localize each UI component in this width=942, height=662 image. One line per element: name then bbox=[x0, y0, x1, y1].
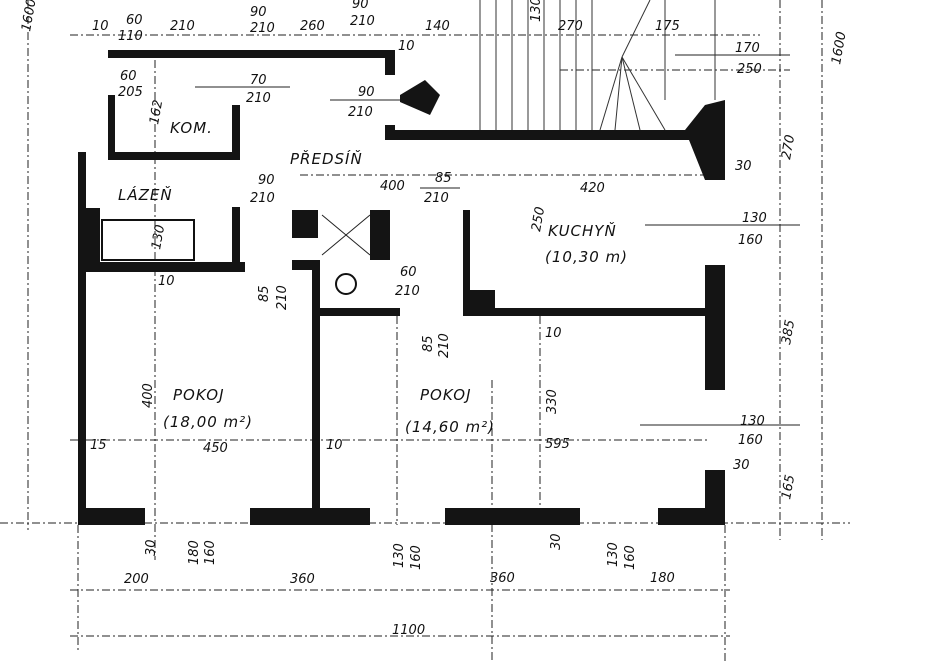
dim-label: 10 bbox=[158, 274, 175, 289]
dim-label: 10 bbox=[92, 19, 109, 34]
dim-label: 205 bbox=[118, 85, 143, 100]
dim-label: 210 bbox=[350, 14, 375, 29]
dim-label: 180 bbox=[187, 540, 202, 565]
dim-label: 210 bbox=[348, 105, 373, 120]
dim-label: 130 bbox=[740, 414, 765, 429]
dim-label: 90 bbox=[352, 0, 369, 12]
dim-label: 162 bbox=[147, 99, 166, 126]
dim-label: 210 bbox=[250, 191, 275, 206]
dim-label: 420 bbox=[580, 181, 605, 196]
dim-label: 595 bbox=[545, 437, 570, 452]
dim-label: 1600 bbox=[19, 0, 40, 33]
dim-label: 270 bbox=[558, 19, 583, 34]
room-label-bath: LÁZEŇ bbox=[118, 185, 173, 204]
dim-label: 130 bbox=[149, 224, 168, 251]
room-label-kitchen: KUCHYŇ bbox=[548, 221, 617, 240]
room-area-room2: (14,60 m²) bbox=[405, 418, 495, 436]
dim-label: 385 bbox=[779, 319, 798, 346]
dim-label: 170 bbox=[735, 41, 760, 56]
dim-label: 450 bbox=[203, 441, 228, 456]
dim-label: 90 bbox=[258, 173, 275, 188]
dim-label: 85 bbox=[421, 335, 436, 352]
dim-label: 400 bbox=[380, 179, 405, 194]
dim-label: 210 bbox=[395, 284, 420, 299]
dim-label: 85 bbox=[435, 171, 452, 186]
dim-label: 140 bbox=[425, 19, 450, 34]
dim-label: 180 bbox=[650, 571, 675, 586]
dim-label: 10 bbox=[545, 326, 562, 341]
room-label-kom: KOM. bbox=[170, 119, 213, 137]
dim-label: 30 bbox=[144, 539, 159, 556]
room-label-room2: POKOJ bbox=[420, 386, 472, 404]
dim-label: 165 bbox=[779, 474, 798, 501]
dim-label: 360 bbox=[290, 572, 315, 587]
dimension-labels: 10 60 110 210 90 210 260 90 210 140 130 … bbox=[19, 0, 850, 638]
dim-label: 30 bbox=[733, 458, 750, 473]
dim-label: 60 bbox=[400, 265, 417, 280]
dim-label: 160 bbox=[738, 233, 763, 248]
walls bbox=[78, 50, 725, 525]
dim-label: 400 bbox=[141, 383, 156, 408]
toilet bbox=[335, 273, 357, 295]
dim-label: 60 bbox=[120, 69, 137, 84]
dim-label: 130 bbox=[742, 211, 767, 226]
dim-label: 130 bbox=[529, 0, 544, 22]
dim-label: 250 bbox=[737, 62, 762, 77]
door-arrow-icon bbox=[400, 80, 440, 115]
dim-label: 160 bbox=[738, 433, 763, 448]
bathtub bbox=[101, 219, 195, 261]
staircase bbox=[479, 0, 716, 131]
dim-label: 15 bbox=[90, 438, 107, 453]
dim-label: 250 bbox=[529, 206, 548, 233]
dim-label: 210 bbox=[170, 19, 195, 34]
dim-label: 210 bbox=[437, 333, 452, 358]
dim-label: 210 bbox=[246, 91, 271, 106]
dim-label: 1100 bbox=[392, 623, 425, 638]
dim-label: 10 bbox=[398, 39, 415, 54]
dim-label: 330 bbox=[545, 389, 560, 414]
dim-label: 60 bbox=[126, 13, 143, 28]
dim-label: 130 bbox=[606, 542, 621, 567]
room-area-kitchen: (10,30 m) bbox=[545, 248, 628, 266]
dim-label: 10 bbox=[326, 438, 343, 453]
dim-label: 1600 bbox=[829, 30, 850, 65]
room-label-hall: PŘEDSÍŇ bbox=[290, 149, 363, 168]
dim-label: 85 bbox=[257, 285, 272, 302]
dim-label: 200 bbox=[124, 572, 149, 587]
dim-label: 30 bbox=[549, 533, 564, 550]
dim-label: 130 bbox=[392, 543, 407, 568]
room-area-room1: (18,00 m²) bbox=[163, 413, 253, 431]
dim-label: 90 bbox=[250, 5, 267, 20]
dim-label: 160 bbox=[203, 540, 218, 565]
dim-label: 90 bbox=[358, 85, 375, 100]
dim-label: 160 bbox=[623, 545, 638, 570]
dim-label: 160 bbox=[409, 545, 424, 570]
dim-label: 110 bbox=[118, 29, 143, 44]
room-label-room1: POKOJ bbox=[173, 386, 225, 404]
dim-label: 70 bbox=[250, 73, 267, 88]
dim-label: 210 bbox=[424, 191, 449, 206]
dim-label: 260 bbox=[300, 19, 325, 34]
dim-label: 30 bbox=[735, 159, 752, 174]
dim-label: 210 bbox=[275, 285, 290, 310]
dim-label: 360 bbox=[490, 571, 515, 586]
dim-label: 270 bbox=[779, 134, 798, 161]
dim-label: 210 bbox=[250, 21, 275, 36]
room-labels: KOM. PŘEDSÍŇ LÁZEŇ KUCHYŇ (10,30 m) POKO… bbox=[118, 119, 628, 436]
dim-label: 175 bbox=[655, 19, 680, 34]
